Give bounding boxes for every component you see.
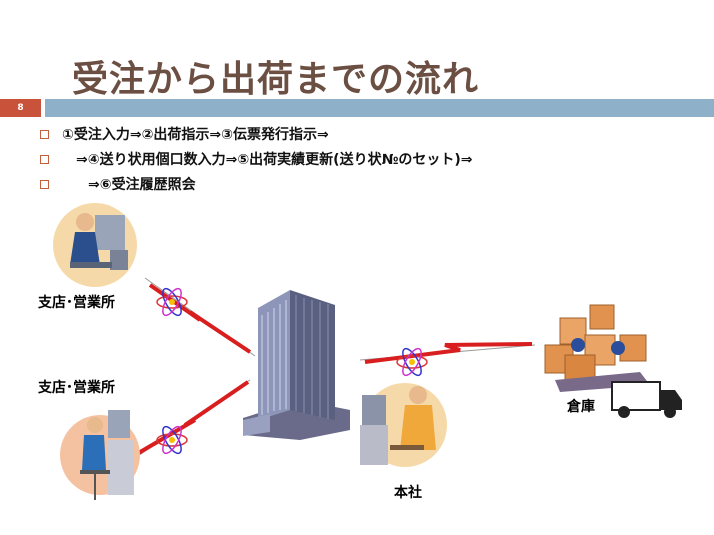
step-text: ⇒⑥受注履歴照会: [88, 177, 196, 193]
step-text: ①受注入力⇒②出荷指示⇒③伝票発行指示⇒: [62, 127, 329, 143]
signal-icon: [156, 287, 188, 317]
delivery-truck-icon: [611, 381, 682, 418]
headquarters-building-icon: [243, 290, 350, 440]
step-text: ⇒④送り状用個口数入力⇒⑤出荷実績更新(送り状№のセット)⇒: [76, 152, 473, 168]
header-bar: [45, 99, 714, 117]
square-bullet-icon: [40, 130, 49, 139]
office-worker-icon: [53, 203, 137, 287]
slide-title: 受注から出荷までの流れ: [72, 59, 480, 100]
branch-office-label: 支店･営業所: [38, 380, 115, 396]
page-number: 8: [0, 99, 41, 117]
signal-icon: [396, 347, 428, 377]
square-bullet-icon: [40, 155, 49, 164]
office-worker-icon: [60, 410, 140, 500]
warehouse-label: 倉庫: [567, 399, 595, 415]
branch-office-label: 支店･営業所: [38, 295, 115, 311]
head-office-label: 本社: [394, 485, 422, 501]
lightning-icon: [133, 380, 250, 457]
warehouse-boxes-icon: [544, 304, 650, 392]
office-worker-icon: [360, 383, 447, 467]
lightning-icon: [148, 283, 252, 354]
signal-icon: [156, 425, 188, 455]
lightning-icon: [364, 342, 533, 364]
square-bullet-icon: [40, 180, 49, 189]
